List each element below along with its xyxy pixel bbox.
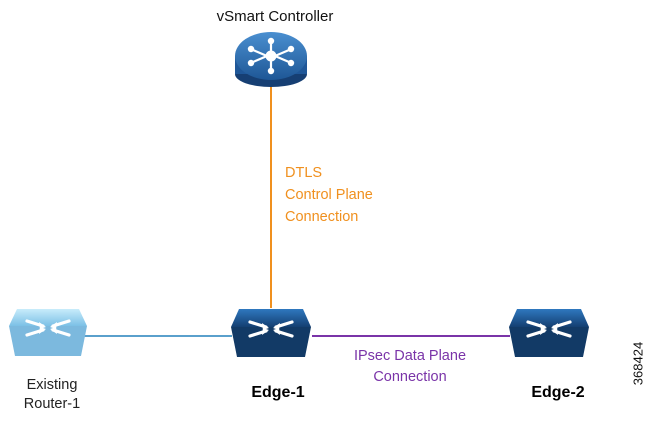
data-plane-label-line1: IPsec Data Plane xyxy=(353,348,467,364)
control-plane-label-line3: Connection xyxy=(285,209,359,225)
figure-id: 368424 xyxy=(630,341,646,386)
vsmart-controller-icon xyxy=(235,32,307,87)
existing-router-label-line2: Router-1 xyxy=(23,396,81,412)
control-plane-label-line2: Control Plane xyxy=(285,187,373,203)
data-plane-label: IPsec Data Plane Connection xyxy=(340,346,480,388)
edge1-label: Edge-1 xyxy=(251,384,305,401)
data-plane-label-line2: Connection xyxy=(373,369,447,385)
vsmart-controller-label: vSmart Controller xyxy=(216,8,334,25)
existing-router-label-line1: Existing xyxy=(26,377,78,393)
edge1-router-icon xyxy=(231,309,311,357)
control-plane-label-line1: DTLS xyxy=(285,165,323,181)
existing-router-icon xyxy=(9,309,87,356)
existing-router-label: Existing Router-1 xyxy=(0,376,104,414)
edge2-router-icon xyxy=(509,309,589,357)
edge2-label: Edge-2 xyxy=(531,384,585,401)
control-plane-label: DTLS Control Plane Connection xyxy=(285,162,373,228)
